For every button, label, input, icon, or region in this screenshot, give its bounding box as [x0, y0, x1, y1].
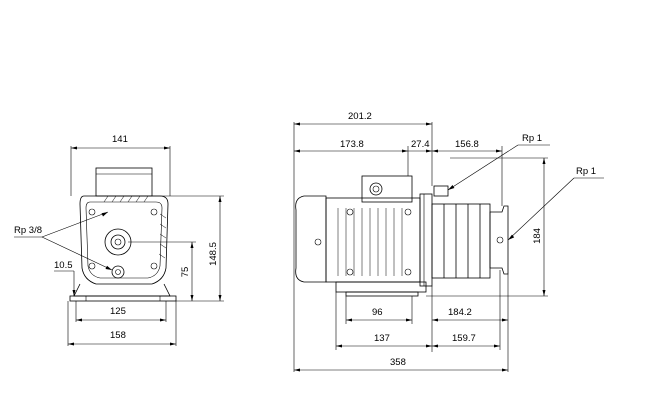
dim-358: 358 [390, 357, 406, 368]
dim-10-5: 10.5 [54, 260, 73, 271]
connector-flange [419, 193, 433, 287]
dim-75: 75 [180, 267, 191, 278]
label-rp-1-inlet: Rp 1 [576, 166, 596, 177]
dim-158: 158 [110, 330, 126, 341]
dim-125: 125 [110, 306, 126, 317]
motor-body [325, 197, 421, 283]
side-base [335, 281, 427, 293]
dim-159-7: 159.7 [452, 333, 476, 344]
dim-148-5: 148.5 [208, 242, 219, 266]
dim-184-2: 184.2 [448, 307, 472, 318]
dim-96: 96 [372, 307, 383, 318]
side-terminal-box [361, 175, 413, 203]
outlet-port [433, 185, 449, 197]
label-rp-1-outlet: Rp 1 [522, 133, 542, 144]
drain-plug [111, 265, 125, 279]
dim-201-2: 201.2 [348, 111, 372, 122]
label-rp-3-8: Rp 3/8 [14, 225, 42, 236]
pump-stages [431, 203, 491, 279]
pump-head [489, 205, 509, 275]
dim-173-8: 173.8 [340, 139, 364, 150]
front-base [73, 283, 171, 297]
side-view [295, 175, 509, 297]
front-view [69, 167, 177, 302]
terminal-box [95, 167, 153, 197]
side-view-dimensions: 201.2 173.8 27.4 156.8 Rp 1 Rp 1 18 [293, 111, 604, 372]
front-view-dimensions: 141 125 158 148.5 75 10.5 [14, 134, 224, 346]
fan-cover [295, 195, 327, 283]
front-inlet-outer [104, 228, 132, 256]
front-body-outline [79, 195, 169, 285]
dim-27-4: 27.4 [411, 139, 430, 150]
dim-156-8: 156.8 [455, 139, 479, 150]
dim-141: 141 [112, 134, 128, 145]
dim-184: 184 [532, 228, 543, 244]
dim-137: 137 [374, 333, 390, 344]
